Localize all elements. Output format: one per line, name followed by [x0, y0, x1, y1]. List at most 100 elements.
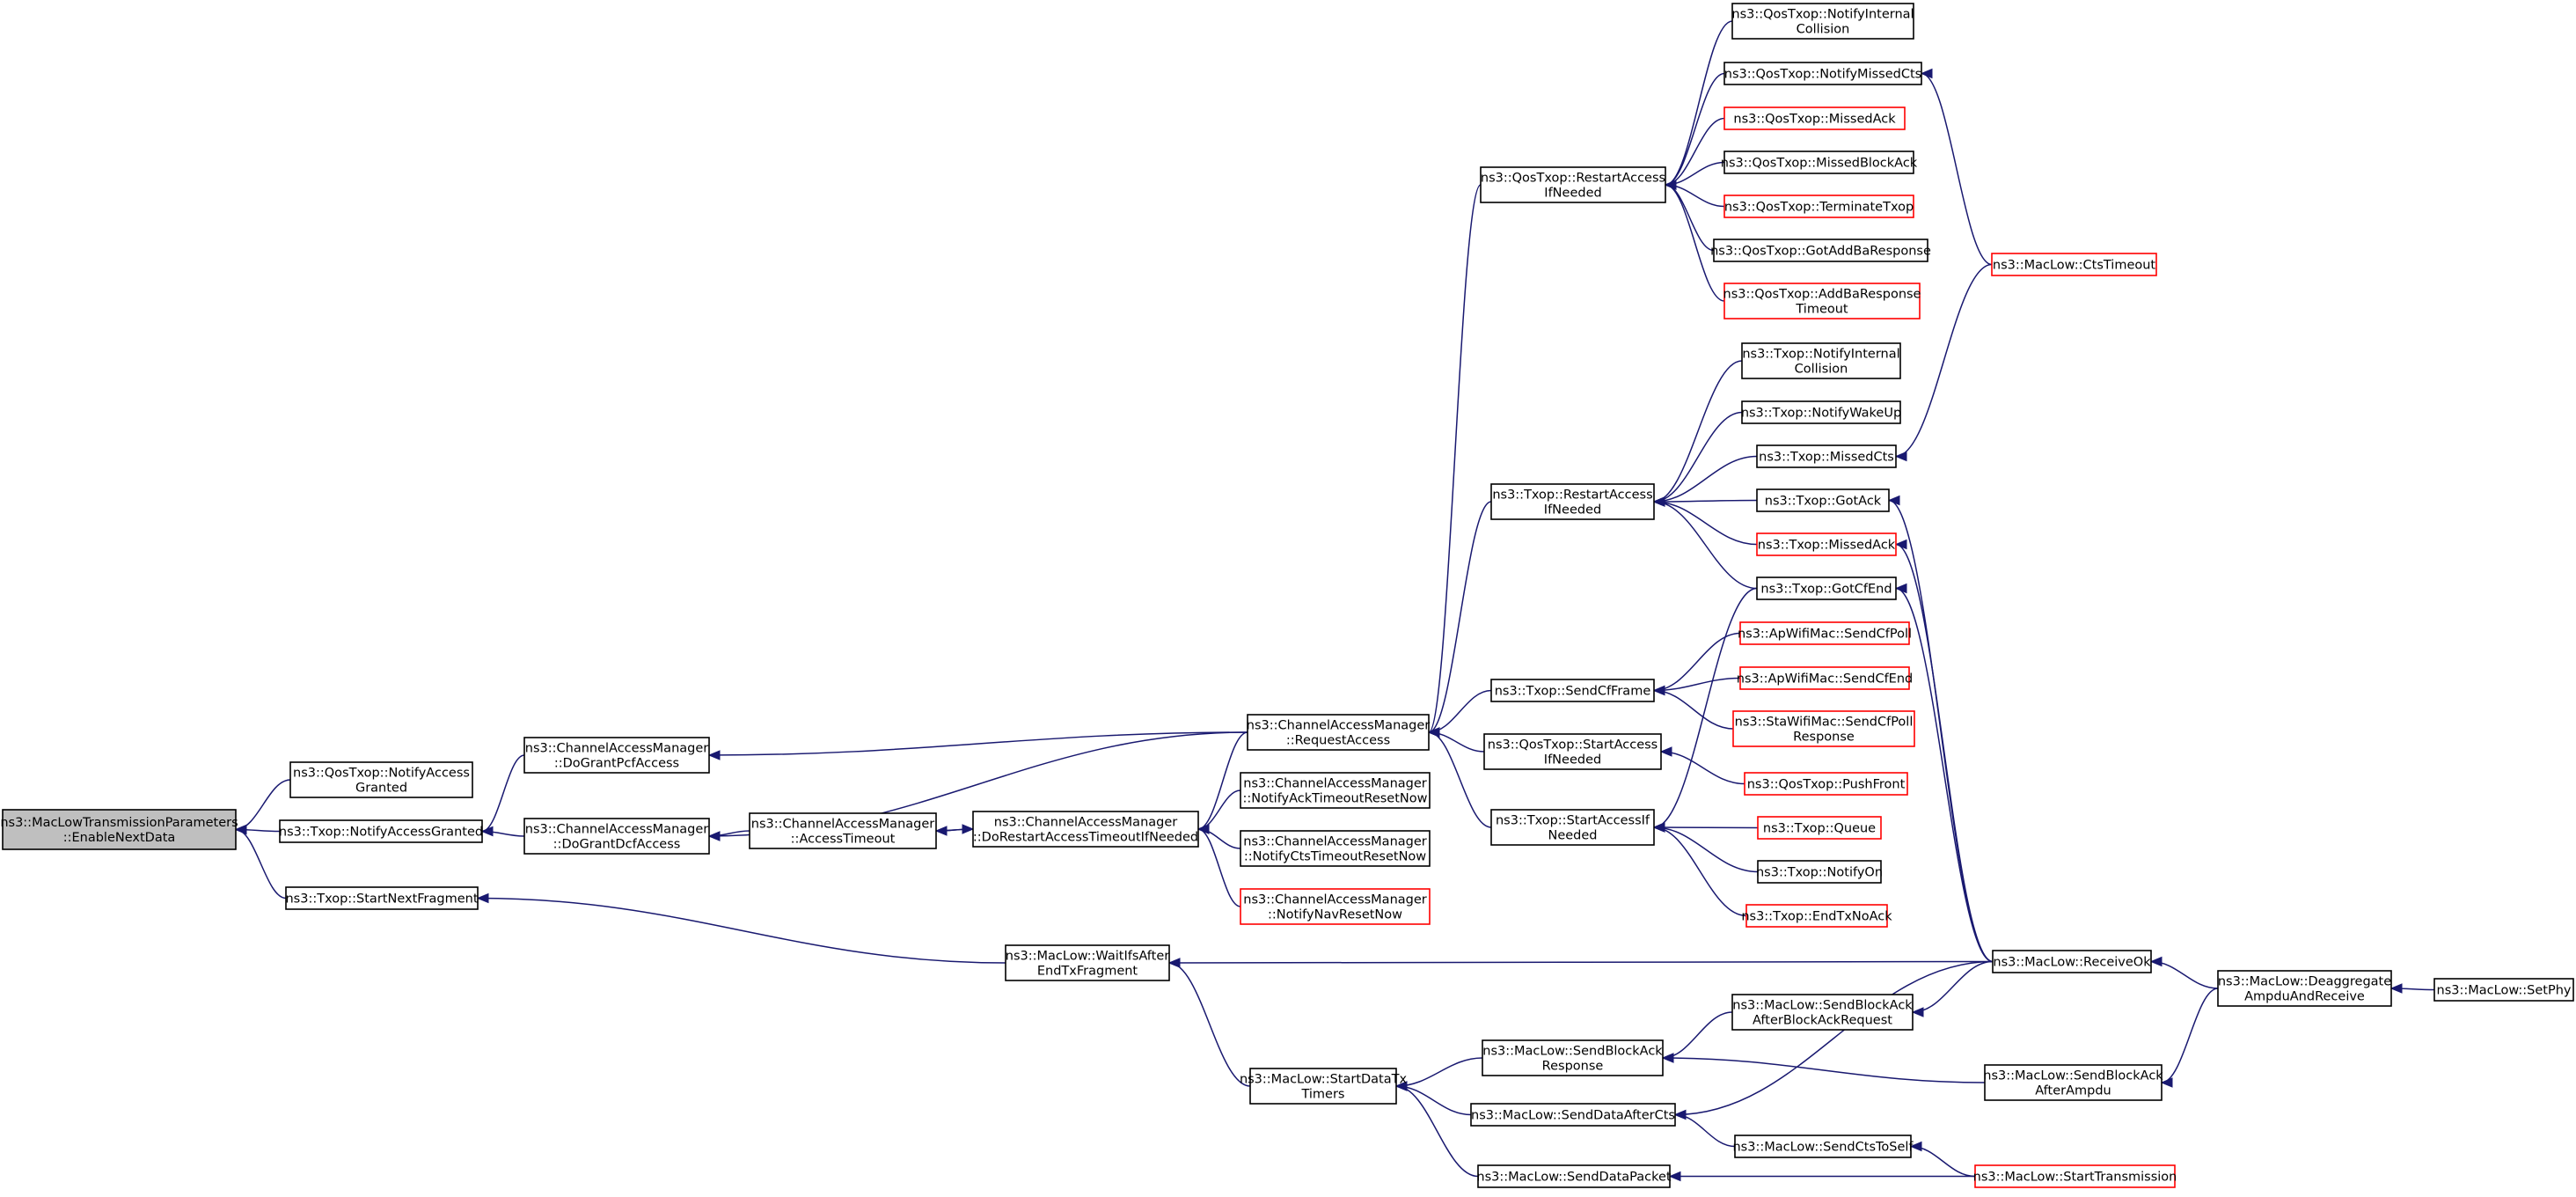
- node-box: [1240, 772, 1431, 809]
- edge-arrowhead: [1652, 685, 1665, 696]
- node-label-line: ns3::MacLow::CtsTimeout: [1993, 259, 2156, 273]
- edges-layer: [234, 20, 2435, 1182]
- node-tx-nag[interactable]: ns3::Txop::NotifyAccessGranted: [279, 819, 483, 843]
- node-qtx-ma[interactable]: ns3::QosTxop::MissedAck: [1723, 106, 1906, 130]
- edge-tx_sain-to-tx_q: [1653, 826, 1759, 829]
- node-tx-etna[interactable]: ns3::Txop::EndTxNoAck: [1741, 904, 1892, 928]
- node-tx-ga[interactable]: ns3::Txop::GotAck: [1756, 488, 1890, 512]
- edge-tx_rain-to-tx_gcfe: [1653, 501, 1758, 590]
- node-cam-at[interactable]: ns3::ChannelAccessManager::AccessTimeout: [749, 812, 937, 849]
- node-tx-mc[interactable]: ns3::Txop::MissedCts: [1756, 444, 1897, 468]
- node-box: [1249, 1068, 1397, 1105]
- node-tx-nwu[interactable]: ns3::Txop::NotifyWakeUp: [1741, 400, 1901, 424]
- node-cam-natr[interactable]: ns3::ChannelAccessManager::NotifyAckTime…: [1240, 772, 1431, 809]
- node-label-line: ns3::QosTxop::TerminateTxop: [1724, 201, 1914, 215]
- node-qtx-gabr[interactable]: ns3::QosTxop::GotAddBaResponse: [1710, 239, 1931, 262]
- node-box: [1470, 1103, 1676, 1127]
- edge-arrowhead: [1894, 539, 1907, 550]
- node-ml-sp[interactable]: ns3::MacLow::SetPhy: [2433, 978, 2574, 1002]
- node-ml-sdp[interactable]: ns3::MacLow::SendDataPacket: [1476, 1164, 1672, 1188]
- node-label-line: Response: [1542, 1060, 1604, 1074]
- node-box: [1490, 809, 1655, 846]
- node-box: [1731, 994, 1914, 1031]
- node-tx-no[interactable]: ns3::Txop::NotifyOn: [1756, 860, 1883, 884]
- node-label-line: ::DoGrantPcfAccess: [554, 757, 679, 771]
- edge-ml_sdac-to-ml_rok: [1674, 960, 1994, 1116]
- node-ap-scfp[interactable]: ns3::ApWifiMac::SendCfPoll: [1738, 621, 1912, 645]
- node-label-line: Collision: [1797, 23, 1850, 37]
- node-qtx-nmc[interactable]: ns3::QosTxop::NotifyMissedCts: [1723, 62, 1922, 85]
- node-cam-nctr[interactable]: ns3::ChannelAccessManager::NotifyCtsTime…: [1240, 830, 1431, 867]
- node-label-line: ns3::Txop::EndTxNoAck: [1741, 910, 1892, 924]
- edge-cam_dgpcf-to-cam_ra: [708, 731, 1248, 756]
- node-box: [1984, 1064, 2163, 1101]
- node-tx-q[interactable]: ns3::Txop::Queue: [1757, 816, 1882, 840]
- edge-tx_rain-to-tx_ma: [1653, 501, 1758, 546]
- node-qtx-tt[interactable]: ns3::QosTxop::TerminateTxop: [1723, 195, 1914, 218]
- node-cam-ra[interactable]: ns3::ChannelAccessManager::RequestAccess: [1247, 714, 1431, 751]
- edge-tx_rain-to-tx_ga: [1653, 499, 1758, 503]
- edge-ml_sbaaa-to-ml_dar: [2161, 988, 2219, 1083]
- node-ml-st[interactable]: ns3::MacLow::StartTransmission: [1973, 1164, 2177, 1188]
- node-label-line: ns3::QosTxop::MissedBlockAck: [1721, 157, 1918, 171]
- edge-tx_sain-to-tx_no: [1653, 826, 1759, 873]
- edge-ml_sbaabar-to-ml_rok: [1912, 960, 1994, 1013]
- edge-tx_scf-to-ap_scfp: [1653, 632, 1741, 692]
- node-label-line: Response: [1793, 731, 1855, 745]
- edge-qtx_nmc-to-ml_cto: [1921, 72, 1993, 266]
- edge-cam_ra-to-tx_rain: [1428, 501, 1492, 733]
- node-box: [1732, 710, 1915, 747]
- node-label-line: ns3::Txop::NotifyAccessGranted: [279, 826, 483, 840]
- node-label-line: ns3::QosTxop::RestartAccess: [1481, 172, 1665, 186]
- node-cam-dgpcf[interactable]: ns3::ChannelAccessManager::DoGrantPcfAcc…: [523, 737, 710, 774]
- node-tx-snf[interactable]: ns3::Txop::StartNextFragment: [285, 886, 479, 910]
- node-ml-rok[interactable]: ns3::MacLow::ReceiveOk: [1992, 950, 2152, 973]
- node-box: [1756, 576, 1897, 600]
- node-ml-cto[interactable]: ns3::MacLow::CtsTimeout: [1991, 253, 2157, 276]
- node-tx-ma[interactable]: ns3::Txop::MissedAck: [1756, 532, 1897, 556]
- node-box: [523, 818, 710, 855]
- edge-ml_sdtt-to-ml_sbar: [1395, 1057, 1483, 1087]
- node-box: [1723, 195, 1914, 218]
- node-box: [1974, 1164, 2176, 1188]
- node-qtx-nag[interactable]: ns3::QosTxop::NotifyAccessGranted: [289, 761, 473, 798]
- node-qtx-pf[interactable]: ns3::QosTxop::PushFront: [1744, 772, 1908, 796]
- node-cam-drat[interactable]: ns3::ChannelAccessManager::DoRestartAcce…: [972, 811, 1199, 848]
- node-ml-sdac[interactable]: ns3::MacLow::SendDataAfterCts: [1470, 1103, 1676, 1127]
- node-qtx-mba[interactable]: ns3::QosTxop::MissedBlockAck: [1721, 151, 1918, 174]
- node-ml-sbaabar[interactable]: ns3::MacLow::SendBlockAckAfterBlockAckRe…: [1731, 994, 1914, 1031]
- node-root[interactable]: ns3::MacLowTransmissionParameters::Enabl…: [0, 809, 238, 850]
- node-label-line: ns3::MacLow::StartTransmission: [1973, 1171, 2177, 1185]
- edge-tx_gcfe-to-ml_rok: [1895, 587, 1994, 963]
- edge-arrowhead: [1887, 495, 1900, 506]
- node-cam-dgdcf[interactable]: ns3::ChannelAccessManager::DoGrantDcfAcc…: [523, 818, 710, 855]
- edge-tx_sain-to-tx_etna: [1653, 826, 1747, 917]
- edge-arrowhead: [1894, 583, 1907, 594]
- node-label-line: ns3::MacLow::SendDataPacket: [1476, 1171, 1672, 1185]
- node-tx-scf[interactable]: ns3::Txop::SendCfFrame: [1490, 679, 1655, 702]
- node-ap-scfe[interactable]: ns3::ApWifiMac::SendCfEnd: [1737, 666, 1914, 690]
- node-box: [1756, 532, 1897, 556]
- node-label-line: Collision: [1795, 363, 1848, 377]
- node-cam-nnr[interactable]: ns3::ChannelAccessManager::NotifyNavRese…: [1240, 888, 1431, 925]
- node-box: [1731, 3, 1914, 40]
- node-tx-gcfe[interactable]: ns3::Txop::GotCfEnd: [1756, 576, 1897, 600]
- node-label-line: ns3::QosTxop::MissedAck: [1733, 113, 1896, 127]
- edge-tx_snf-to-ml_wifs: [477, 897, 1006, 964]
- node-ml-scts[interactable]: ns3::MacLow::SendCtsToSelf: [1732, 1135, 1914, 1158]
- node-label-line: ns3::QosTxop::AddBaResponse: [1723, 288, 1921, 302]
- node-box: [1756, 444, 1897, 468]
